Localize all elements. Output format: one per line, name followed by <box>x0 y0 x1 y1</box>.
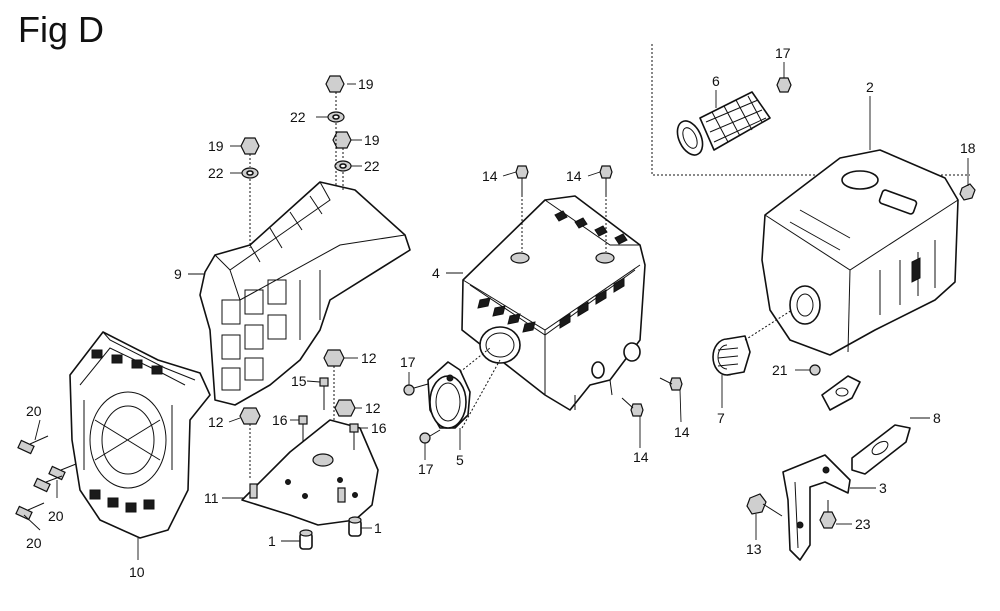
screw-17-inset <box>776 77 792 93</box>
foot-1-right <box>348 516 362 537</box>
callout-22: 22 <box>208 165 224 181</box>
nut-19-mid <box>332 131 352 149</box>
part-6-spark-arrester-screen <box>676 91 771 156</box>
leader-lines <box>23 62 969 560</box>
screw-21 <box>809 364 821 376</box>
part-4-muffler <box>461 195 646 411</box>
screw-17-upper <box>403 383 429 396</box>
callout-2: 2 <box>866 79 874 95</box>
callout-13: 13 <box>746 541 762 557</box>
callout-22: 22 <box>290 109 306 125</box>
callout-17: 17 <box>418 461 434 477</box>
part-5-end-cap <box>427 361 471 429</box>
inset-box <box>651 44 970 176</box>
bolt-15 <box>319 377 329 410</box>
callout-20: 20 <box>26 535 42 551</box>
part-2-tank <box>761 149 959 356</box>
callout-17: 17 <box>400 354 416 370</box>
callout-22: 22 <box>364 158 380 174</box>
callout-1: 1 <box>268 533 276 549</box>
bolt-13 <box>746 493 783 517</box>
part-10-frame <box>69 331 211 539</box>
nut-12-right-lower <box>334 399 356 417</box>
bolt-14-right <box>659 377 683 391</box>
foot-1-left <box>299 529 313 550</box>
part-8-gasket <box>851 424 911 475</box>
screw-17-lower <box>419 429 441 444</box>
washer-22-left <box>241 167 259 179</box>
callout-19: 19 <box>358 76 374 92</box>
figure-title: Fig D <box>18 9 105 50</box>
part-11-mounting-plate <box>241 419 379 526</box>
nut-19-top <box>325 75 345 93</box>
callout-9: 9 <box>174 266 182 282</box>
callout-15: 15 <box>291 373 307 389</box>
callout-7: 7 <box>717 410 725 426</box>
washer-22-mid <box>334 160 352 172</box>
callout-19: 19 <box>208 138 224 154</box>
callout-3: 3 <box>879 480 887 496</box>
callout-20: 20 <box>26 403 42 419</box>
callout-16: 16 <box>272 412 288 428</box>
callout-14: 14 <box>482 168 498 184</box>
bolt-20-mid <box>48 463 77 481</box>
part-9-muffler-guard <box>199 181 411 406</box>
bolt-14-bottom <box>621 397 644 417</box>
part-7-flange <box>712 335 751 376</box>
bolt-14-top-right <box>599 165 613 195</box>
part-3-bracket <box>782 454 851 561</box>
callout-10: 10 <box>129 564 145 580</box>
callout-19: 19 <box>364 132 380 148</box>
callout-12: 12 <box>208 414 224 430</box>
callout-20: 20 <box>48 508 64 524</box>
bolt-20-lower-a <box>33 475 63 493</box>
callout-labels: 19 22 19 22 19 22 9 12 12 12 15 16 16 11… <box>26 45 976 580</box>
callout-23: 23 <box>855 516 871 532</box>
callout-12: 12 <box>365 400 381 416</box>
nut-12-right-upper <box>323 349 345 367</box>
callout-14: 14 <box>674 424 690 440</box>
callout-14: 14 <box>566 168 582 184</box>
callout-1: 1 <box>374 520 382 536</box>
nut-19-left <box>240 137 260 155</box>
callout-16: 16 <box>371 420 387 436</box>
callout-11: 11 <box>204 490 219 506</box>
callout-14: 14 <box>633 449 649 465</box>
bolt-20-lower-b <box>15 502 45 521</box>
callout-8: 8 <box>933 410 941 426</box>
bolt-16-left <box>298 415 308 442</box>
washer-22-top <box>327 111 345 123</box>
callout-18: 18 <box>960 140 976 156</box>
bolt-20-upper <box>17 435 49 455</box>
callout-4: 4 <box>432 265 440 281</box>
nut-12-left <box>239 407 261 425</box>
callout-6: 6 <box>712 73 720 89</box>
callout-17: 17 <box>775 45 791 61</box>
tank-gasket <box>821 375 861 411</box>
bolt-18 <box>959 183 976 201</box>
callout-21: 21 <box>772 362 788 378</box>
callout-12: 12 <box>361 350 377 366</box>
nut-23 <box>819 500 837 529</box>
callout-5: 5 <box>456 452 464 468</box>
bolt-14-top-left <box>515 165 529 195</box>
